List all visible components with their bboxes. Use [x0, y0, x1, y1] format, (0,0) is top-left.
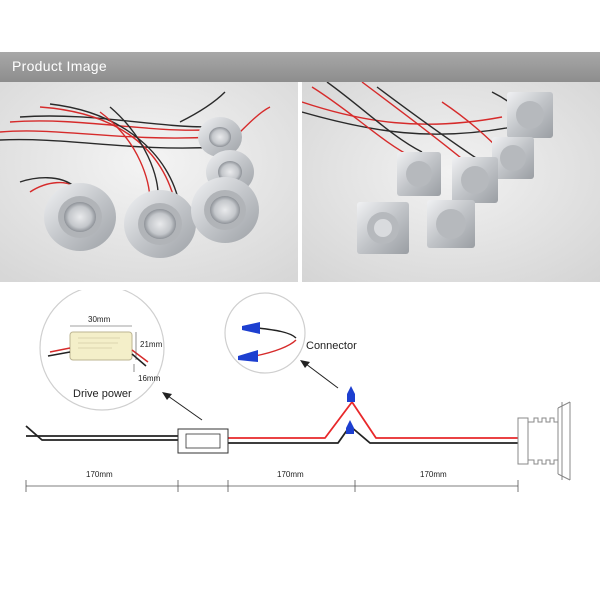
section-title: Product Image	[12, 58, 107, 74]
dimension-label-1: 170mm	[86, 470, 113, 479]
connector-caption: Connector	[306, 340, 357, 352]
dimension-line	[25, 480, 519, 492]
dimension-label-2: 170mm	[277, 470, 304, 479]
product-photo-round	[0, 82, 298, 282]
driver-box-icon	[177, 428, 229, 454]
connector-icon	[346, 386, 355, 434]
section-header-bar: Product Image	[0, 52, 600, 82]
connector-callout	[224, 292, 306, 374]
driver-width-label: 30mm	[88, 315, 111, 324]
dimension-label-3: 170mm	[420, 470, 447, 479]
driver-module-icon	[47, 331, 149, 367]
led-fixture-icon	[517, 401, 571, 481]
drive-power-caption: Drive power	[73, 388, 132, 400]
wire-nut-icon	[238, 322, 260, 362]
driver-height-label: 21mm	[140, 340, 163, 349]
product-photo-square	[302, 82, 600, 282]
driver-depth-label: 16mm	[138, 374, 161, 383]
drive-power-callout	[39, 285, 165, 411]
wiring-diagram: 30mm 21mm 16mm Drive power Connector 170…	[0, 285, 600, 520]
